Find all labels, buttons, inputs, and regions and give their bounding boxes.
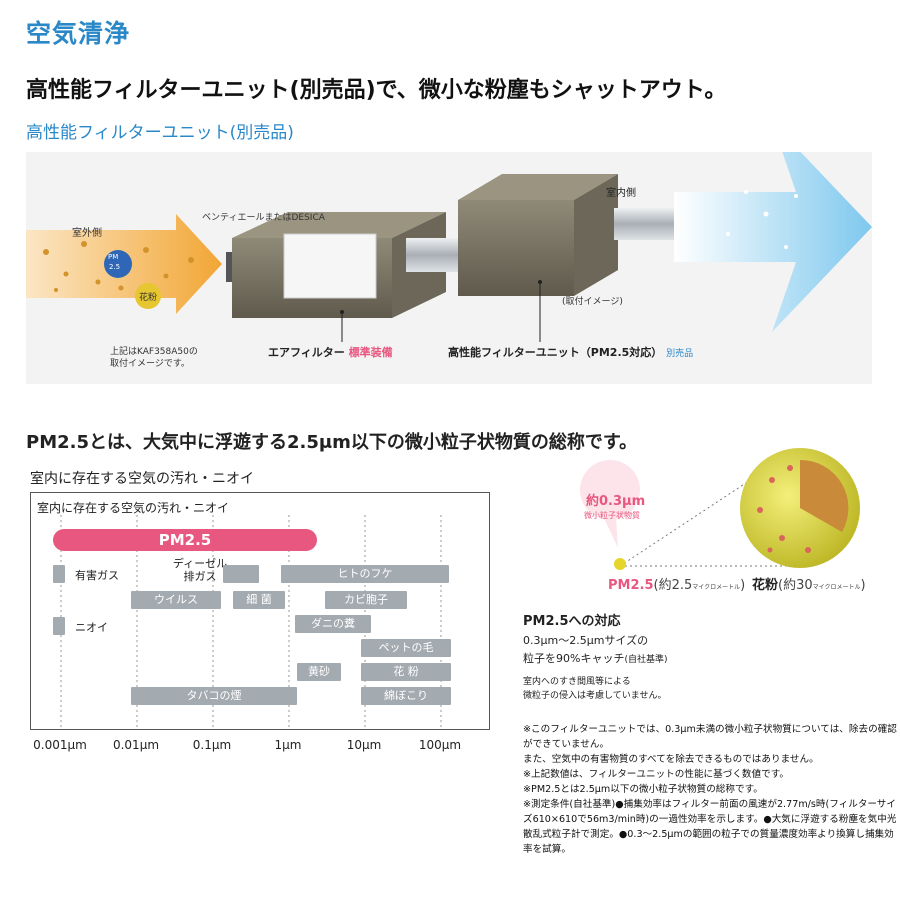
bar-virus: ウイルス [131, 591, 221, 609]
subtitle: 高性能フィルターユニット(別売品) [26, 123, 294, 143]
hepa-label: 高性能フィルターユニット（PM2.5対応） 別売品 [448, 346, 694, 359]
particle-size-chart: 室内に存在する空気の汚れ・ニオイ PM2.5 有害ガス ディーゼル排ガス ヒトの… [30, 492, 490, 730]
bar-pollen: 花 粉 [361, 663, 451, 681]
vent-label: ベンティエールまたはDESICA [202, 213, 325, 223]
filter-diagram: 室外側 室内側 PM 2.5 花粉 ベンティエールまたはDESICA (取付イメ… [26, 122, 872, 384]
footnote: ※このフィルターユニットでは、0.3μm未満の微小粒子状物質については、除去の確… [523, 724, 897, 750]
pollen-size-caption: 花粉(約30マイクロメートル) [752, 578, 866, 593]
tick-001: 0.01μm [112, 738, 160, 752]
footnote: ※測定条件(自社基準)●捕集効率はフィルター前面の風速が2.77m/s時(フィル… [523, 799, 897, 855]
headline: 高性能フィルターユニット(別売品)で、微小な粉塵もシャットアウト。 [26, 78, 727, 103]
hepa-filter-unit [458, 200, 574, 296]
callout-bubble [580, 460, 640, 520]
bar-pm25: PM2.5 [53, 529, 317, 551]
tick-0001: 0.001μm [33, 738, 87, 752]
indoor-label: 室内側 [606, 188, 636, 199]
pm-badge-line2: 2.5 [109, 263, 121, 271]
footnote: また、空気中の有害物質のすべてを除去できるものではありません。 [523, 754, 819, 765]
bar-odor [53, 617, 65, 635]
bar-pet-hair: ペットの毛 [361, 639, 451, 657]
footnotes: ※このフィルターユニットでは、0.3μm未満の微小粒子状物質については、除去の確… [523, 722, 898, 857]
pm-definition-title: PM2.5とは、大気中に浮遊する2.5μm以下の微小粒子状物質の総称です。 [26, 432, 638, 453]
bar-diesel-exhaust [223, 565, 259, 583]
air-filter-label: エアフィルター 標準装備 [268, 346, 393, 359]
bar-tobacco-smoke: タバコの煙 [131, 687, 297, 705]
footnote: ※上記数値は、フィルターユニットの性能に基づく数値です。 [523, 769, 789, 780]
standard-equipment: 標準装備 [348, 346, 393, 359]
tick-100: 100μm [418, 738, 462, 752]
outdoor-label: 室外側 [72, 228, 102, 239]
duct [406, 238, 464, 272]
callout-caption: 微小粒子状物質 [584, 511, 640, 520]
label-odor: ニオイ [75, 621, 108, 634]
bar-lint: 綿ぼこり [361, 687, 451, 705]
pollen-particle-icon [135, 283, 161, 309]
bar-bacteria: 細 菌 [233, 591, 285, 609]
pm25-size-caption: PM2.5(約2.5マイクロメートル) [608, 578, 746, 593]
install-note-line2: 取付イメージです。 [110, 359, 190, 369]
pm-particle-icon [104, 250, 132, 278]
pm-support-note2: 微粒子の侵入は考慮していません。 [523, 691, 667, 701]
filter-diagram-illustration [26, 122, 872, 342]
chart-inner-title: 室内に存在する空気の汚れ・ニオイ [37, 501, 230, 515]
air-filter-panel [283, 233, 377, 299]
pm-support-note1: 室内へのすき間風等による [523, 677, 631, 687]
pm-support-title: PM2.5への対応 [523, 614, 621, 629]
footnote: ※PM2.5とは2.5μm以下の微小粒子状物質の総称です。 [523, 784, 763, 795]
install-note-line1: 上記はKAF358A50の [110, 347, 198, 357]
pm-badge-line1: PM [108, 253, 119, 261]
bar-yellow-sand: 黄砂 [297, 663, 341, 681]
pm25-particle [614, 558, 626, 570]
indoor-clean-air-arrow [674, 122, 872, 332]
tick-10: 10μm [346, 738, 382, 752]
bar-dandruff: ヒトのフケ [281, 565, 449, 583]
size-comparison-illustration [580, 448, 860, 570]
pm-support-line2: 粒子を90%キャッチ(自社基準) [523, 652, 668, 665]
callout-size: 約0.3μm [586, 494, 646, 509]
chart-heading: 室内に存在する空気の汚れ・ニオイ [30, 471, 254, 487]
bar-mold-spores: カビ胞子 [325, 591, 407, 609]
label-harmful-gas: 有害ガス [75, 569, 119, 582]
bar-mite-feces: ダニの糞 [295, 615, 371, 633]
bar-harmful-gas [53, 565, 65, 583]
tick-01: 0.1μm [192, 738, 232, 752]
install-image-label: (取付イメージ) [562, 297, 623, 307]
section-title: 空気清浄 [26, 19, 131, 48]
label-diesel-exhaust: ディーゼル排ガス [172, 557, 228, 583]
pm-support-line1: 0.3μm〜2.5μmサイズの [523, 634, 649, 647]
sold-separately: 別売品 [666, 349, 694, 359]
tick-1: 1μm [274, 738, 302, 752]
pollen-badge: 花粉 [139, 293, 158, 303]
